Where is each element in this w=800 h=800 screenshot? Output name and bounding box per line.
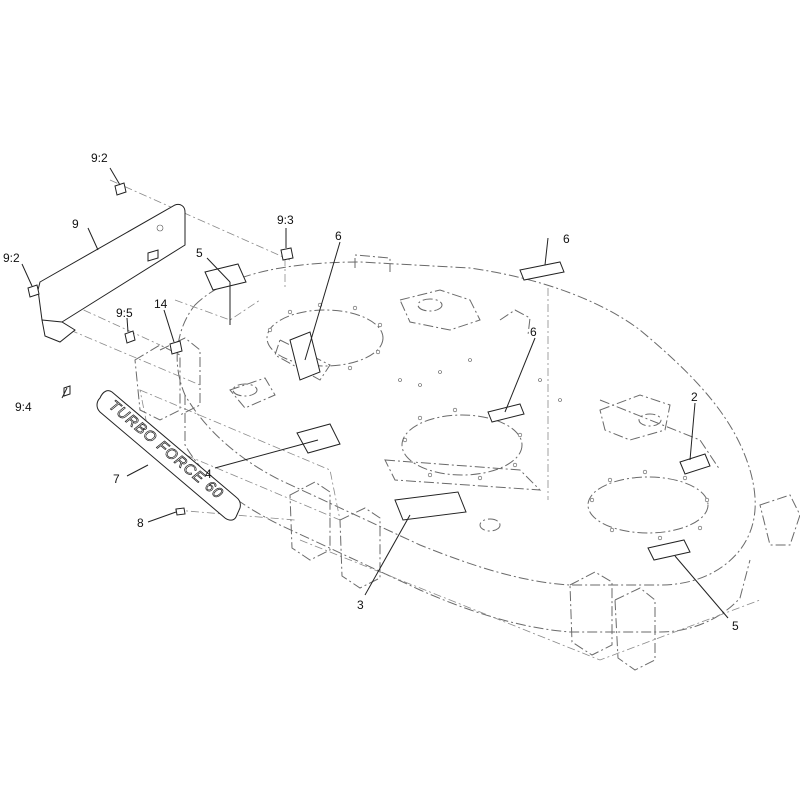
screw-8 [175,507,186,516]
leader-6-left [304,241,341,361]
side-rail [599,399,721,471]
assembly-line-b [174,299,261,321]
callout-2: 2 [691,390,698,404]
callout-9: 9 [72,217,79,231]
front-bracket-center-2 [339,507,381,589]
callout-6-mid: 6 [530,325,537,339]
leader-7 [126,464,149,477]
bushing-14 [169,340,183,355]
belt-cover-plate [37,203,186,343]
center-baffle [384,459,542,491]
decal-4 [296,423,341,454]
nut-9-3 [280,247,294,261]
decals [204,261,711,561]
callout-7: 7 [113,472,120,486]
leader-5-upper [206,257,231,283]
leader-9 [87,227,99,251]
assembly-line-a [109,179,291,261]
deck-front-edge [299,539,761,661]
blade-opening-center [401,414,523,476]
bolt-9-2-left [27,284,40,298]
idler-mount [499,309,531,336]
callout-9-3: 9:3 [277,213,294,227]
leader-6-right [544,237,549,266]
callout-9-5: 9:5 [116,306,133,320]
emblem-plate [96,390,241,521]
callout-6-right: 6 [563,232,570,246]
emblem-text: TURBO FORCE 60 [105,397,226,503]
callout-labels: 9:2 9 9:2 9:3 5 9:5 14 6 6 6 9:4 2 4 7 8… [3,151,739,633]
callout-6-left: 6 [335,229,342,243]
decal-2 [679,453,711,475]
spindle-bracket-left [399,289,481,331]
callout-3: 3 [357,598,364,612]
callout-9-4: 9:4 [15,400,32,414]
rear-side-bracket [759,494,800,546]
deck-top-bracket [354,254,391,272]
leader-lines [21,167,729,619]
blade-opening-left [266,309,384,367]
leader-9-2-left [21,263,33,287]
hardware [27,182,294,516]
leader-9-5 [126,317,129,333]
callout-9-2-top: 9:2 [91,151,108,165]
callout-8: 8 [137,516,144,530]
decal-6-mid [487,403,525,423]
turbo-force-emblem: TURBO FORCE 60 [96,390,241,521]
mower-deck [39,179,800,671]
pulley-top [417,298,443,312]
decal-5-lower [647,539,691,561]
callout-5-upper: 5 [196,246,203,260]
front-bracket-center [289,481,331,561]
leader-14 [163,309,175,343]
decal-6-left [289,331,321,381]
leader-5-lower [674,555,729,619]
front-bracket-left [134,344,181,421]
leader-9-2-top [109,167,121,186]
pulley-front [479,518,501,532]
belt-cover-tab [41,319,76,343]
belt-cover-hole [156,224,164,232]
leader-9-4 [61,387,68,399]
pin-9-4 [63,385,71,397]
leader-6-mid [504,337,536,413]
leader-4 [214,439,319,469]
front-bracket-right [569,571,613,656]
front-bracket-right-2 [614,587,656,671]
leader-2 [689,402,696,461]
assembly-line-f [69,329,201,386]
deck-skirt [184,395,751,633]
leader-8 [147,511,177,523]
blade-opening-right [587,476,709,534]
deck-top-outline [176,261,756,586]
callout-5-lower: 5 [732,619,739,633]
spindle-bracket-right [599,394,671,441]
callout-14: 14 [154,297,168,311]
nut-9-5 [124,330,136,344]
bolt-9-2-top [114,182,127,196]
pulley-right [638,413,662,427]
belt-cover-clip [147,249,159,262]
pulley-left [232,383,258,397]
leader-3 [364,514,411,596]
decal-6-right [519,261,565,281]
deck-bolt-holes [267,302,710,541]
gauge-wheel-mount [229,377,276,409]
callout-9-2-left: 9:2 [3,251,20,265]
decal-3 [394,491,467,521]
callout-4: 4 [205,467,212,481]
